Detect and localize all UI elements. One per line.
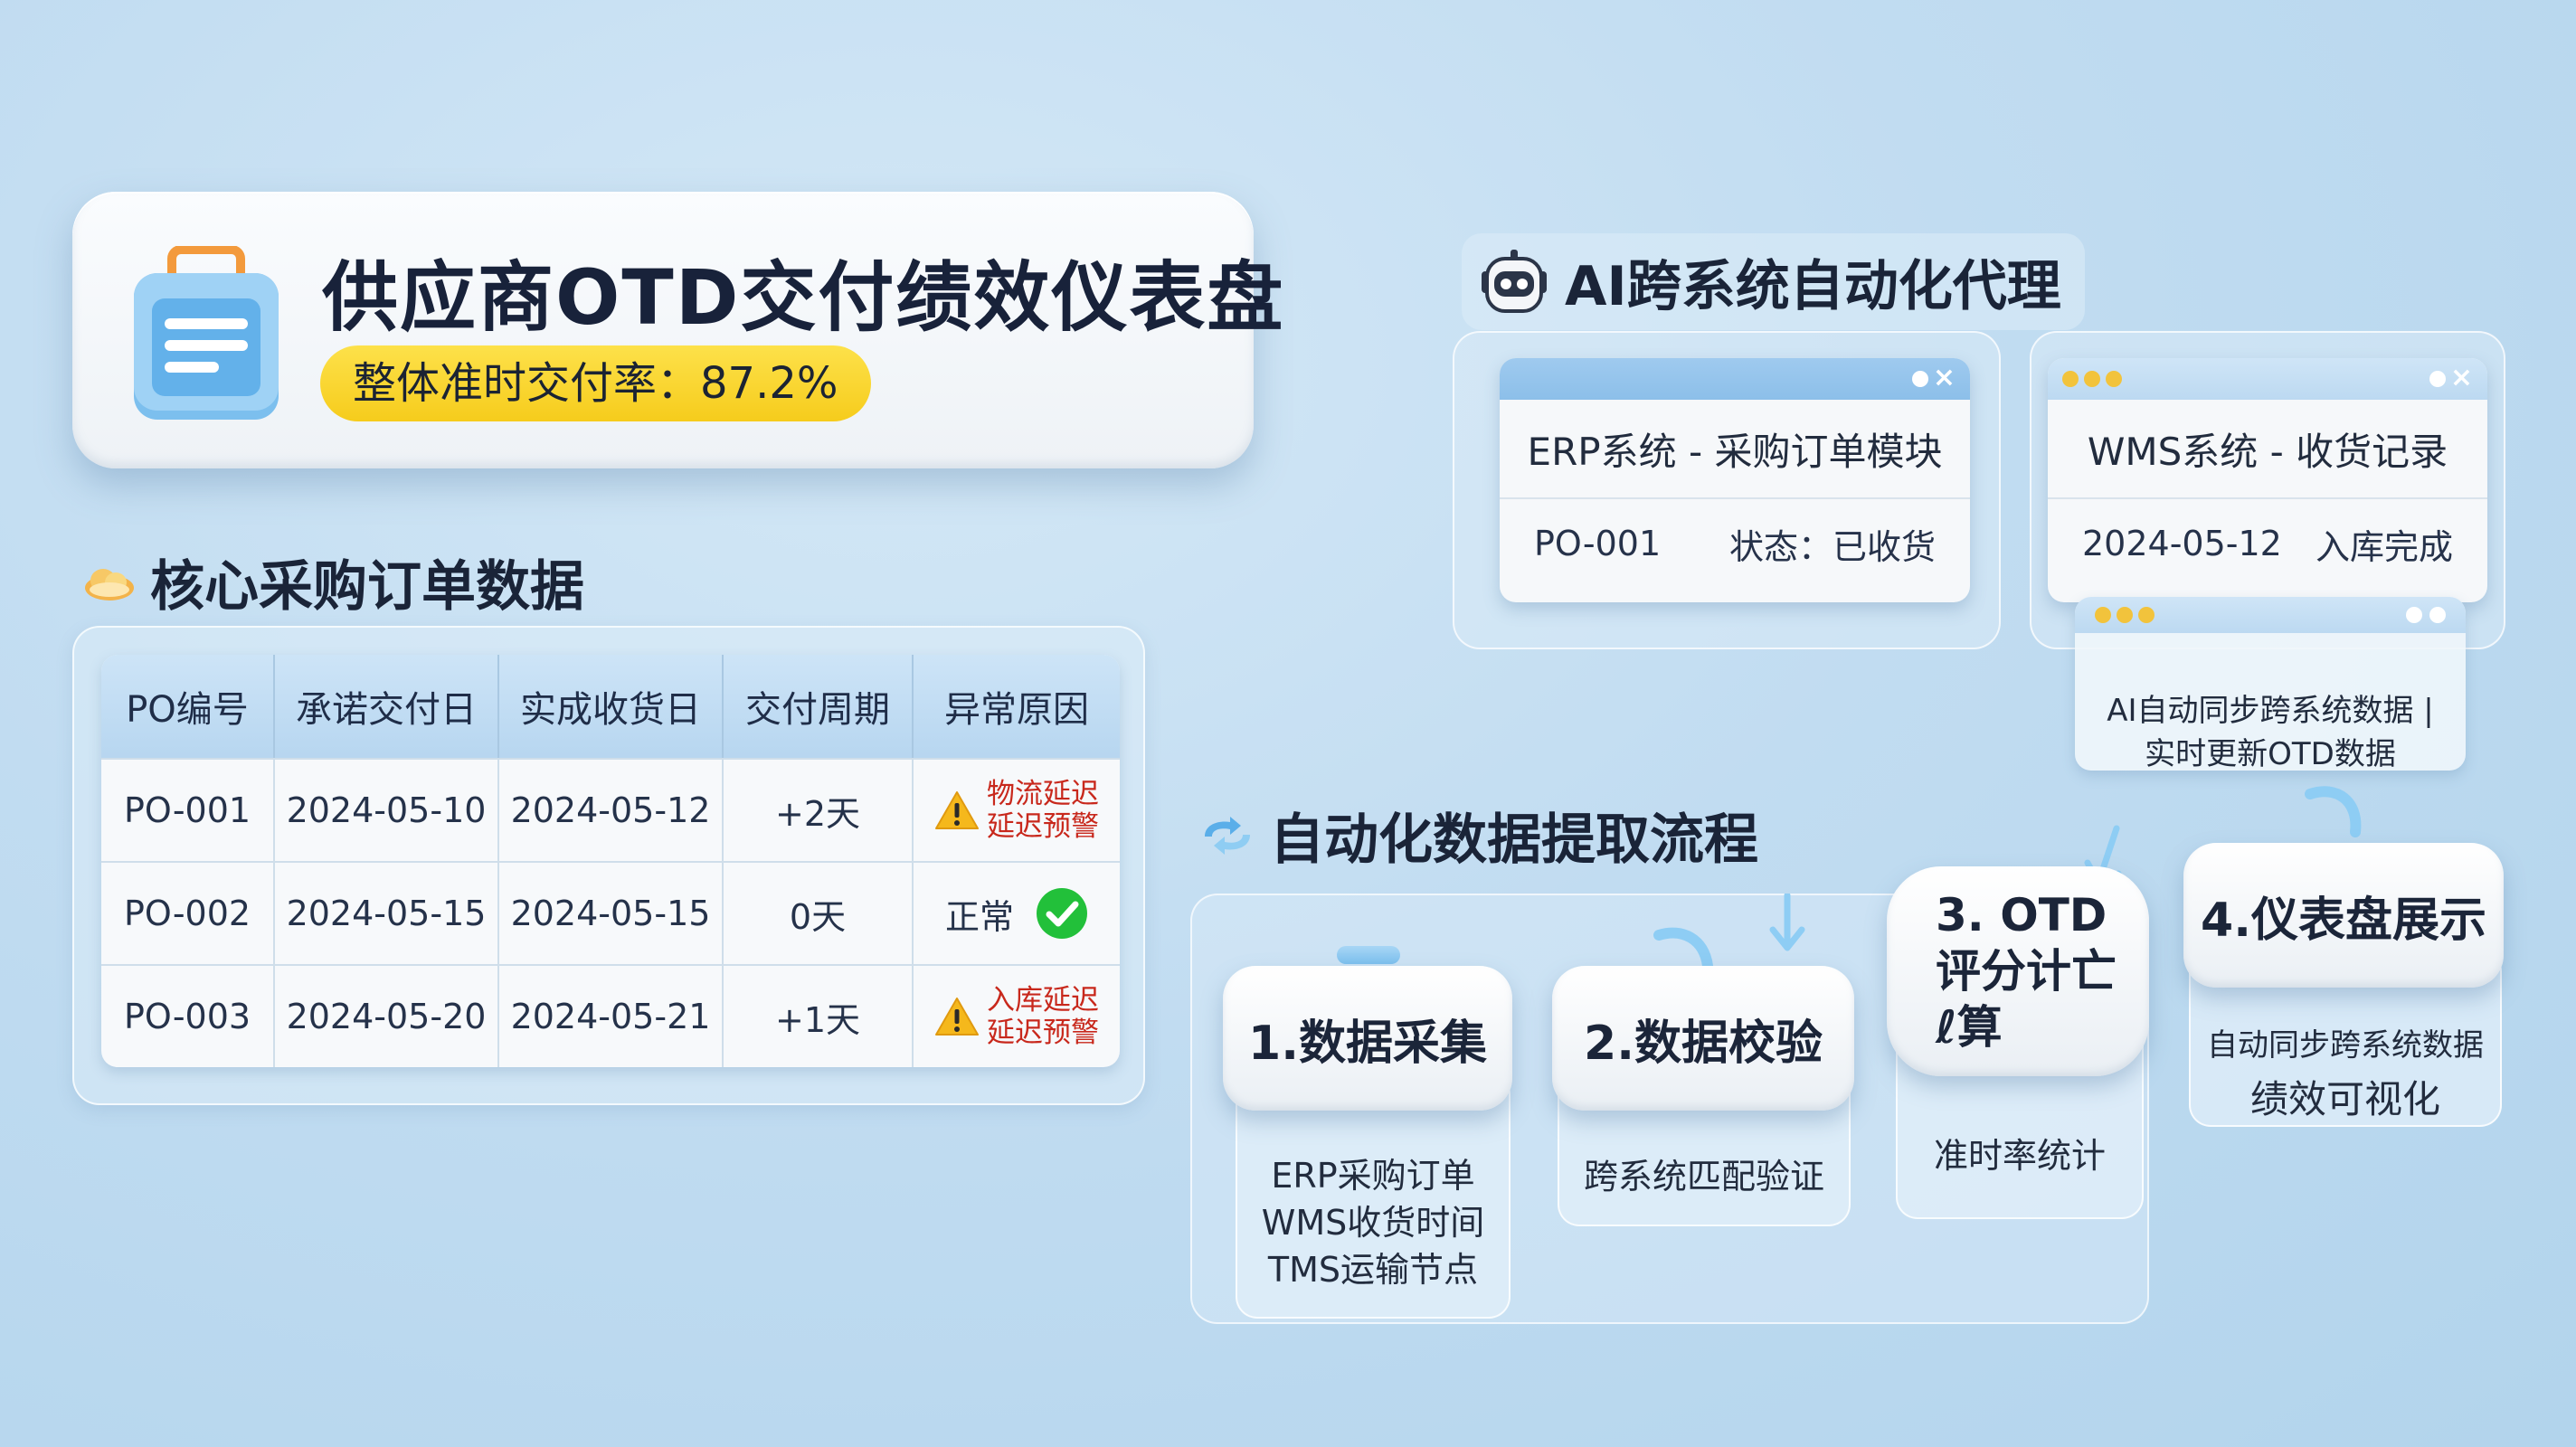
sync-line: AI自动同步跨系统数据 | <box>2107 693 2434 729</box>
flow-section-header: 自动化数据提取流程 <box>1199 796 1758 875</box>
received-date-cell: 2024-05-12 <box>499 760 724 861</box>
window-dot-icon <box>2138 607 2155 623</box>
step-desc-line: 跨系统匹配验证 <box>1583 1157 1824 1196</box>
step-1-button[interactable]: 1.数据采集 <box>1223 966 1512 1111</box>
sync-description: AI自动同步跨系统数据 | 实时更新OTD数据 <box>2075 633 2466 771</box>
warning-icon <box>935 998 979 1036</box>
erp-window[interactable]: × ERP系统 - 采购订单模块 PO-001 状态：已收货 <box>1500 358 1970 602</box>
po-number-cell: PO-001 <box>101 760 275 861</box>
table-row[interactable]: PO-001 2024-05-10 2024-05-12 +2天 物流延迟 延迟… <box>101 758 1120 861</box>
close-icon[interactable]: × <box>1932 362 1956 393</box>
status-normal-text: 正常 <box>944 896 1014 937</box>
po-number-cell: PO-003 <box>101 966 275 1067</box>
erp-po-number: PO-001 <box>1534 524 1662 563</box>
table-row[interactable]: PO-003 2024-05-20 2024-05-21 +1天 入库延迟 延迟… <box>101 964 1120 1067</box>
exception-reason: 入库延迟 <box>987 984 1099 1017</box>
window-dot-icon <box>2062 371 2079 387</box>
window-dot-icon <box>2084 371 2100 387</box>
agent-section-header: AI跨系统自动化代理 <box>1462 233 2085 330</box>
cycle-cell: +1天 <box>724 966 914 1067</box>
step-desc-line: ERP采购订单 <box>1271 1156 1475 1196</box>
window-dot-icon <box>2429 607 2446 623</box>
robot-icon <box>1482 249 1547 313</box>
step-label-line: 3. OTD <box>1936 889 2107 941</box>
column-header[interactable]: 异常原因 <box>944 689 1089 731</box>
step-1-description: ERP采购订单 WMS收货时间 TMS运输节点 <box>1236 1073 1511 1319</box>
cycle-cell: 0天 <box>724 863 914 964</box>
erp-window-title: ERP系统 - 采购订单模块 <box>1500 400 1970 499</box>
step-desc-line: TMS运输节点 <box>1267 1250 1479 1290</box>
page-title: 供应商OTD交付绩效仪表盘 <box>322 253 1285 342</box>
step-2-button[interactable]: 2.数据校验 <box>1552 966 1854 1111</box>
orders-section-title: 核心采购订单数据 <box>150 555 584 619</box>
warning-icon <box>935 791 979 829</box>
step-desc-line: 准时率统计 <box>1933 1136 2106 1176</box>
curved-arrow-icon <box>2305 786 2362 837</box>
exception-alert: 延迟预警 <box>987 1017 1099 1049</box>
step-3-button[interactable]: 3. OTD 评分计亡 ℓ算 <box>1887 866 2149 1076</box>
ai-sync-card: AI自动同步跨系统数据 | 实时更新OTD数据 <box>2075 597 2466 771</box>
orders-section-header: 核心采购订单数据 <box>83 543 584 621</box>
step-label-line: 评分计亡 <box>1936 945 2117 998</box>
column-header[interactable]: 承诺交付日 <box>275 655 499 758</box>
column-header[interactable]: 实成收货日 <box>499 655 724 758</box>
step-label-line: ℓ算 <box>1936 1001 2003 1054</box>
received-date-cell: 2024-05-21 <box>499 966 724 1067</box>
promised-date-cell: 2024-05-10 <box>275 760 499 861</box>
window-dot-icon <box>1912 371 1928 387</box>
exception-alert: 延迟预警 <box>987 810 1099 843</box>
check-circle-icon <box>1037 888 1087 939</box>
step-desc-line: 自动同步跨系统数据 <box>2207 1027 2484 1064</box>
close-icon[interactable]: × <box>2449 362 2473 393</box>
agent-section-title: AI跨系统自动化代理 <box>1565 255 2061 318</box>
orders-table-panel: PO编号 承诺交付日 实成收货日 交付周期 异常原因 PO-001 2024-0… <box>72 626 1145 1105</box>
received-date-cell: 2024-05-15 <box>499 863 724 964</box>
on-time-rate-badge: 整体准时交付率：87.2% <box>320 345 871 421</box>
column-header[interactable]: 交付周期 <box>724 655 914 758</box>
window-dot-icon <box>2095 607 2111 623</box>
table-header-row: PO编号 承诺交付日 实成收货日 交付周期 异常原因 <box>101 655 1120 758</box>
curved-arrow-icon <box>1653 927 1713 971</box>
wms-date: 2024-05-12 <box>2082 524 2282 563</box>
po-number-cell: PO-002 <box>101 863 275 964</box>
window-dot-icon <box>2106 371 2122 387</box>
sync-line: 实时更新OTD数据 <box>2145 736 2396 771</box>
table-row[interactable]: PO-002 2024-05-15 2024-05-15 0天 正常 <box>101 861 1120 964</box>
dashboard-title-card: 供应商OTD交付绩效仪表盘 整体准时交付率：87.2% <box>72 192 1283 468</box>
window-dot-icon <box>2406 607 2422 623</box>
erp-status: 状态：已收货 <box>1728 526 1936 567</box>
clipboard-icon <box>134 246 279 420</box>
exception-cell: 入库延迟 延迟预警 <box>914 966 1120 1067</box>
step-tab-decoration <box>1337 946 1400 964</box>
window-dot-icon <box>2117 607 2133 623</box>
promised-date-cell: 2024-05-15 <box>275 863 499 964</box>
erp-record-row: PO-001 状态：已收货 <box>1500 499 1970 588</box>
flow-section-title: 自动化数据提取流程 <box>1270 809 1758 872</box>
wms-window-titlebar: × <box>2048 358 2487 400</box>
wms-record-row: 2024-05-12 入库完成 <box>2048 499 2487 588</box>
exception-cell: 正常 <box>914 863 1120 964</box>
sync-card-titlebar <box>2075 597 2466 633</box>
step-desc-line: WMS收货时间 <box>1261 1203 1485 1243</box>
cycle-cell: +2天 <box>724 760 914 861</box>
sync-icon <box>1205 816 1250 855</box>
column-header[interactable]: PO编号 <box>101 655 275 758</box>
promised-date-cell: 2024-05-20 <box>275 966 499 1067</box>
exception-cell: 物流延迟 延迟预警 <box>914 760 1120 861</box>
wms-window-title: WMS系统 - 收货记录 <box>2048 400 2487 499</box>
arrow-down-icon <box>1769 894 1805 951</box>
window-dot-icon <box>2429 371 2446 387</box>
exception-reason: 物流延迟 <box>987 778 1099 810</box>
erp-window-titlebar: × <box>1500 358 1970 400</box>
cloud-icon <box>85 568 134 601</box>
wms-status: 入库完成 <box>2315 526 2453 567</box>
step-desc-line: 绩效可视化 <box>2249 1077 2440 1121</box>
wms-window-panel: × WMS系统 - 收货记录 2024-05-12 入库完成 <box>2030 331 2505 649</box>
erp-window-panel: × ERP系统 - 采购订单模块 PO-001 状态：已收货 <box>1453 331 2001 649</box>
orders-table: PO编号 承诺交付日 实成收货日 交付周期 异常原因 PO-001 2024-0… <box>101 655 1120 1067</box>
wms-window[interactable]: × WMS系统 - 收货记录 2024-05-12 入库完成 <box>2048 358 2487 602</box>
step-4-button[interactable]: 4.仪表盘展示 <box>2183 843 2504 988</box>
